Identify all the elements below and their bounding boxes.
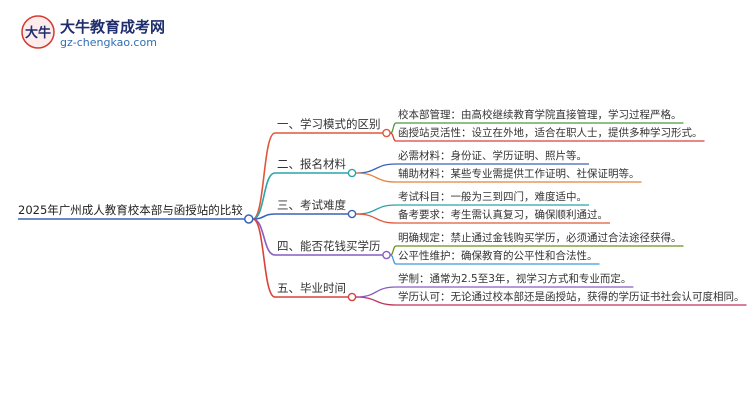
- leaf-duration: 学制：通常为2.5至3年，视学习方式和专业而定。: [398, 273, 632, 285]
- leaf-required-materials: 必需材料：身份证、学历证明、照片等。: [398, 150, 587, 162]
- leaf-campus-management: 校本部管理：由高校继续教育学院直接管理，学习过程严格。: [398, 109, 682, 121]
- leaf-exam-subjects: 考试科目：一般为三到四门，难度适中。: [398, 191, 587, 203]
- branch-node-2: [347, 168, 357, 178]
- leaf-auxiliary-materials: 辅助材料：某些专业需提供工作证明、社保证明等。: [398, 168, 640, 180]
- branch-exam-difficulty: 三、考试难度: [277, 198, 346, 212]
- branch-node-5: [347, 292, 357, 302]
- branch-study-mode: 一、学习模式的区别: [277, 117, 381, 131]
- branch-connector-1: [252, 132, 276, 220]
- brand-name: 大牛教育成考网: [60, 18, 166, 36]
- branch-connector-5: [252, 218, 276, 298]
- leaf-clear-regulation: 明确规定：禁止通过金钱购买学历，必须通过合法途径获得。: [398, 232, 682, 244]
- leaf-exam-preparation: 备考要求：考生需认真复习，确保顺利通过。: [398, 209, 608, 221]
- leaf-fairness: 公平性维护：确保教育的公平性和合法性。: [398, 250, 598, 262]
- branch-connector-2: [252, 172, 276, 220]
- leaf-connector-5-2: [355, 296, 397, 306]
- branch-node-1: [382, 128, 391, 138]
- leaf-connector-2-2: [355, 172, 397, 183]
- leaf-connector-4-2: [390, 254, 397, 265]
- leaf-connector-1-2: [390, 132, 397, 142]
- branch-buy-degree: 四、能否花钱买学历: [277, 239, 381, 253]
- root-node: [244, 214, 254, 224]
- site-logo[interactable]: 大牛 大牛教育成考网 gz-chengkao.com: [20, 14, 200, 56]
- branch-node-4: [382, 250, 391, 260]
- leaf-degree-recognition: 学历认可：无论通过校本部还是函授站，获得的学历证书社会认可度相同。: [398, 291, 745, 303]
- leaf-connector-3-2: [355, 213, 397, 224]
- logo-mark-text: 大牛: [25, 25, 51, 41]
- mindmap-root: 2025年广州成人教育校本部与函授站的比较: [18, 203, 243, 217]
- branch-node-3: [347, 209, 357, 219]
- logo-mark-icon: 大牛: [21, 15, 55, 49]
- branch-graduation-time: 五、毕业时间: [277, 281, 346, 295]
- leaf-correspondence-flexibility: 函授站灵活性：设立在外地，适合在职人士，提供多种学习形式。: [398, 127, 703, 139]
- site-url: gz-chengkao.com: [60, 36, 157, 49]
- branch-application-materials: 二、报名材料: [277, 157, 346, 171]
